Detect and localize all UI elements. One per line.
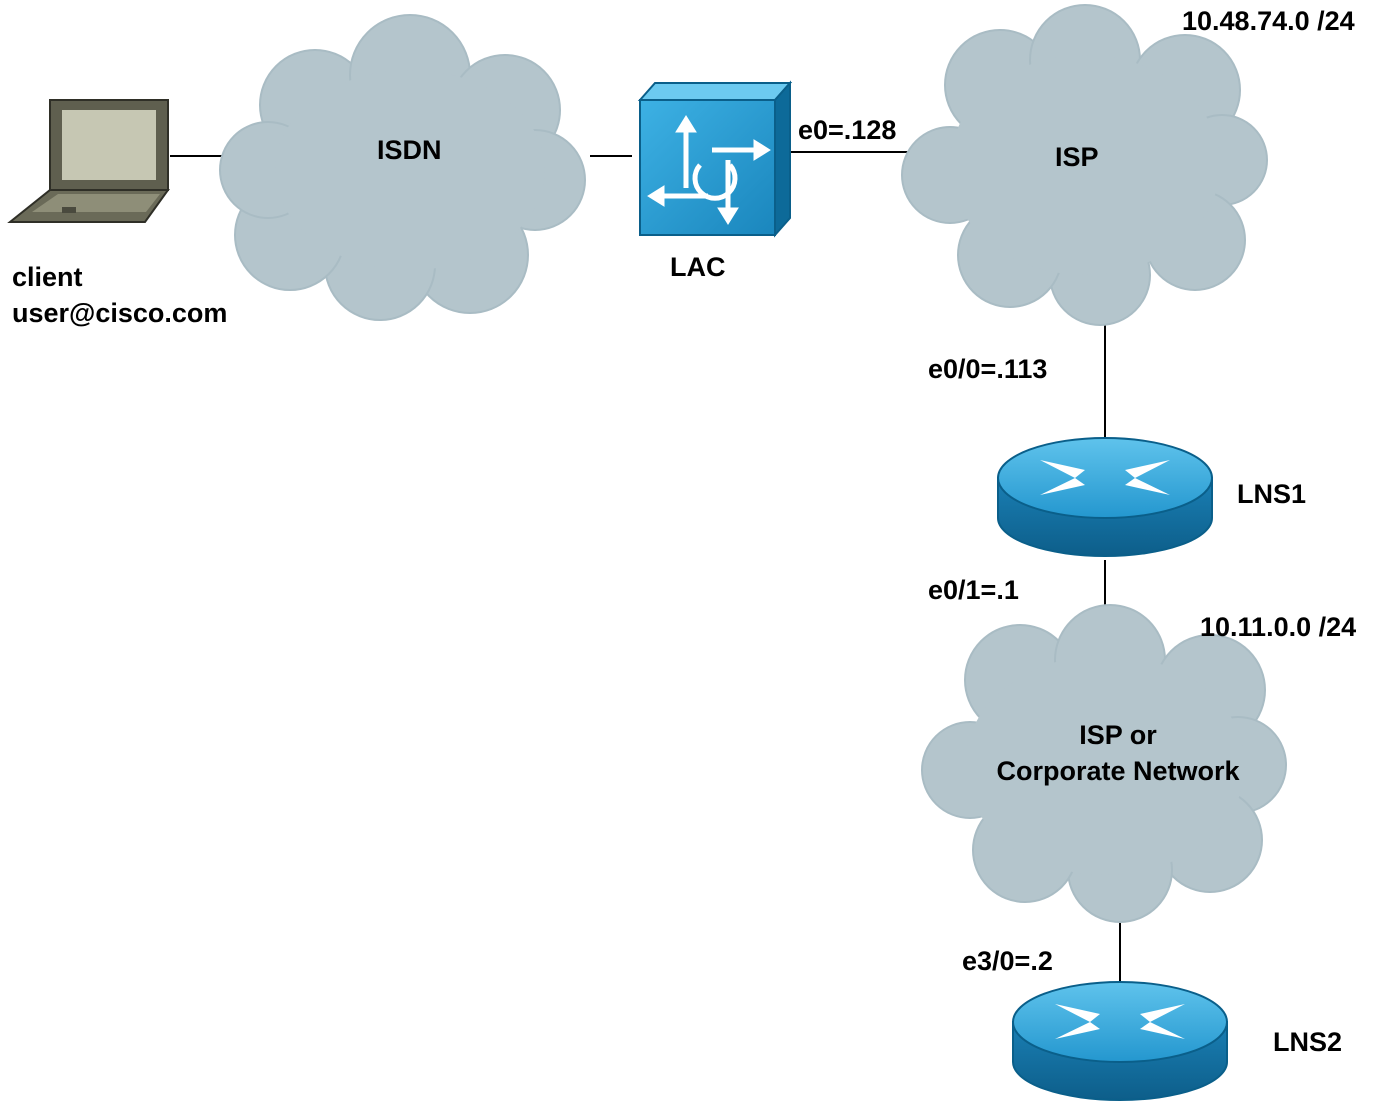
lns1-downlink-interface-label: e0/1=.1 <box>928 575 1019 605</box>
lns2-label: LNS2 <box>1273 1027 1343 1057</box>
corp-cloud-label-line1: ISP or <box>1079 720 1157 750</box>
isdn-cloud-icon <box>219 14 586 321</box>
isdn-label: ISDN <box>377 135 442 165</box>
client-label: client <box>12 262 83 292</box>
isp-subnet-label: 10.48.74.0 /24 <box>1182 6 1355 36</box>
laptop-icon <box>7 99 170 223</box>
client-user-label: user@cisco.com <box>12 298 228 328</box>
router-icon-lns1 <box>997 437 1213 557</box>
lac-interface-label: e0=.128 <box>798 115 897 145</box>
corp-subnet-label: 10.11.0.0 /24 <box>1200 612 1357 642</box>
atm-switch-icon <box>637 80 793 238</box>
lns1-uplink-interface-label: e0/0=.113 <box>928 354 1048 384</box>
isp-cloud-icon <box>901 4 1268 326</box>
lac-label: LAC <box>670 252 726 282</box>
router-icon-lns2 <box>1012 981 1228 1101</box>
isp-label: ISP <box>1055 142 1099 172</box>
lns1-label: LNS1 <box>1237 479 1307 509</box>
corp-cloud-label-line2: Corporate Network <box>996 756 1240 786</box>
corporate-network-cloud-icon <box>921 604 1287 923</box>
lns2-interface-label: e3/0=.2 <box>962 946 1053 976</box>
connection-links <box>170 151 1121 982</box>
